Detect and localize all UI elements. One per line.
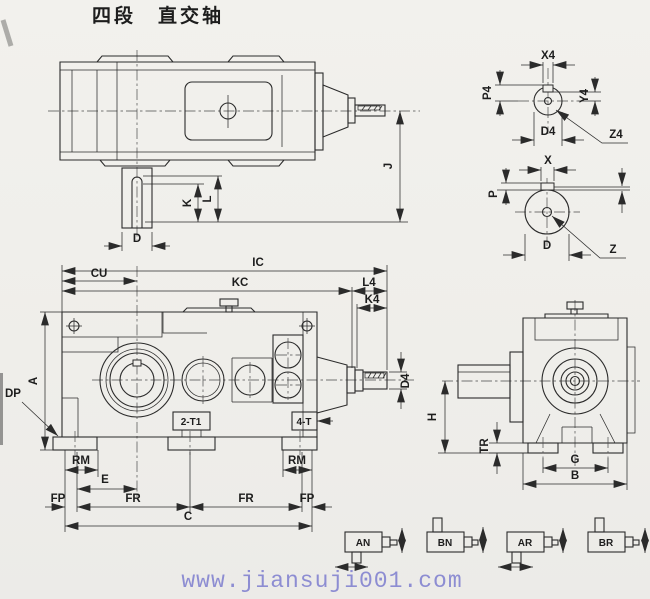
keyway bbox=[540, 182, 555, 191]
dim-label-l: L bbox=[202, 195, 214, 202]
mount-icon-br: BR bbox=[587, 517, 649, 553]
dim-label-g: G bbox=[571, 454, 580, 466]
dim-label-rm-left: RM bbox=[72, 455, 90, 467]
page-title: 四段 直交轴 bbox=[92, 4, 224, 27]
foot-slot-label-front: 2-T1 bbox=[181, 417, 202, 428]
shaft-detail: X P D Z bbox=[488, 155, 630, 261]
mount-icon-an: AN bbox=[335, 528, 406, 571]
mount-label-ar: AR bbox=[518, 538, 533, 549]
dim-label-x: X bbox=[544, 155, 552, 167]
side-view: H TR G B bbox=[427, 300, 640, 490]
dim-label-k4: K4 bbox=[365, 294, 380, 306]
dim-label-d4: D4 bbox=[400, 373, 412, 388]
dim-label-cu: CU bbox=[91, 268, 108, 280]
dim-label-d4: D4 bbox=[541, 126, 556, 138]
dim-label-a: A bbox=[28, 377, 40, 385]
dim-label-e: E bbox=[101, 474, 109, 486]
dim-label-tr: TR bbox=[479, 438, 491, 454]
dim-label-fp-right: FP bbox=[300, 493, 315, 505]
dim-label-c: C bbox=[184, 511, 192, 523]
dim-label-b: B bbox=[571, 470, 579, 482]
dim-label-d: D bbox=[543, 240, 551, 252]
input-shaft bbox=[354, 104, 386, 117]
dim-label-fr-right: FR bbox=[238, 493, 254, 505]
output-shaft bbox=[121, 167, 153, 229]
dim-label-kc: KC bbox=[232, 277, 249, 289]
dim-label-h: H bbox=[427, 413, 439, 421]
mount-label-bn: BN bbox=[438, 538, 452, 549]
dim-label-y4: Y4 bbox=[579, 88, 591, 103]
output-shaft bbox=[457, 364, 511, 399]
dim-label-x4: X4 bbox=[541, 50, 556, 62]
foot-slot-label-rear: 4-T bbox=[297, 417, 312, 428]
dim-label-dp: DP bbox=[5, 388, 21, 400]
output-bore bbox=[99, 342, 175, 418]
top-view: D K L J bbox=[48, 50, 420, 251]
scan-artifact bbox=[0, 373, 3, 445]
dim-label-l4: L4 bbox=[362, 277, 376, 289]
shaft-detail-4: X4 P4 Y4 D4 Z4 bbox=[482, 50, 628, 146]
input-shaft bbox=[362, 371, 388, 390]
input-bearing-cone bbox=[322, 84, 349, 138]
mount-icon-bn: BN bbox=[426, 517, 487, 553]
inspection-cover bbox=[184, 81, 273, 141]
dim-label-fr-left: FR bbox=[125, 493, 141, 505]
dim-label-z: Z bbox=[609, 244, 616, 256]
mount-label-an: AN bbox=[356, 538, 370, 549]
keyway bbox=[542, 84, 554, 93]
mount-icon-ar: AR bbox=[498, 528, 567, 571]
watermark-text: www.jiansuji001.com bbox=[181, 568, 462, 594]
dim-label-rm-right: RM bbox=[288, 455, 306, 467]
dim-label-k: K bbox=[182, 198, 194, 207]
dim-label-d: D bbox=[133, 233, 141, 245]
dim-label-p4: P4 bbox=[482, 85, 494, 100]
dim-label-j: J bbox=[383, 163, 395, 169]
scan-artifact bbox=[0, 19, 14, 47]
housing-outline bbox=[59, 61, 316, 161]
front-view: CU IC KC L4 K4 D4 A DP 2-T1 4-T RM RM E … bbox=[5, 257, 414, 532]
dim-label-z4: Z4 bbox=[609, 129, 623, 141]
mount-label-br: BR bbox=[599, 538, 614, 549]
dim-label-p: P bbox=[488, 190, 500, 198]
dim-label-ic: IC bbox=[252, 257, 264, 269]
breather-plug bbox=[219, 298, 239, 307]
dim-label-fp-left: FP bbox=[51, 493, 66, 505]
